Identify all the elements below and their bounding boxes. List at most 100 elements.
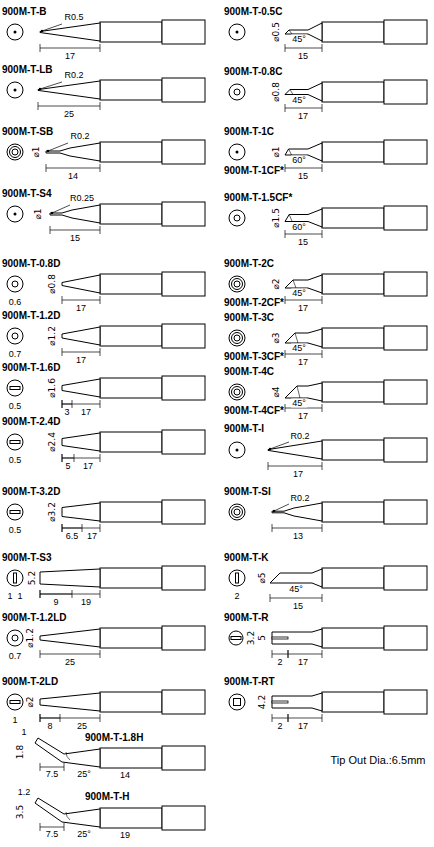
tip-shank <box>100 204 162 224</box>
soldering-tip <box>229 500 427 532</box>
dimension-tick <box>100 524 101 532</box>
soldering-tip <box>7 430 205 462</box>
tip-sleeve <box>162 78 205 102</box>
dimension-line <box>288 718 322 719</box>
dimension-tick <box>288 714 289 722</box>
dimension-label: 1.2 <box>17 788 32 797</box>
face-view <box>7 144 23 160</box>
dimension-line <box>285 168 322 169</box>
diameter-label: ⌀1.6 <box>48 377 57 399</box>
leader-line <box>48 143 68 151</box>
tip-shank <box>322 568 384 588</box>
tip-sleeve <box>384 272 427 296</box>
note: Tip Out Dia.:6.5mm <box>331 755 426 766</box>
dimension-label: 17 <box>297 722 309 731</box>
dimension-label: 9 <box>52 598 59 607</box>
face-square <box>234 699 241 706</box>
tip-point <box>62 503 100 521</box>
diameter-label: ⌀1.2 <box>26 627 35 649</box>
tip-shank <box>322 208 384 228</box>
face-view <box>229 24 245 40</box>
dimension-label: 17 <box>64 52 76 61</box>
face-view <box>229 631 243 645</box>
diameter-label: ⌀1 <box>32 145 41 158</box>
dimension-label: 60° <box>291 156 307 165</box>
tip-shank <box>322 82 384 102</box>
dimension-tick <box>285 296 286 304</box>
dimension-label: 15 <box>292 602 304 611</box>
dimension-label: 8 <box>46 722 53 731</box>
diameter-label: ⌀0.8 <box>272 81 281 103</box>
dimension-tick <box>322 462 323 470</box>
model-name: 900M-T-2C <box>224 259 274 269</box>
dimension-line <box>268 466 322 467</box>
dimension-label: 2 <box>233 592 240 601</box>
dimension-tick <box>72 400 73 408</box>
leader-head <box>41 30 43 32</box>
dimension-label: 45° <box>291 344 307 353</box>
model-name: 900M-T-K <box>224 553 268 563</box>
soldering-tip <box>7 566 205 598</box>
diameter-label: ⌀2.4 <box>48 431 57 453</box>
tip-fork <box>272 629 322 647</box>
model-name: 900M-T-SB <box>2 127 53 137</box>
face-ring <box>234 215 240 221</box>
dimension-line <box>62 300 100 301</box>
face-ring <box>12 149 18 155</box>
face-point <box>14 89 17 92</box>
model-name: 900M-T-2CF* <box>224 298 284 308</box>
angle-arc <box>66 752 70 760</box>
model-name: 900M-T-1.2LD <box>2 613 66 623</box>
diameter-label: 3.2 <box>247 630 256 646</box>
dimension-tick <box>62 348 63 356</box>
dimension-tick <box>268 462 269 470</box>
model-name: 900M-T-B <box>2 7 46 17</box>
model-name: 900M-T-4CF* <box>224 406 284 416</box>
dimension-label: 1 <box>11 716 18 725</box>
face-view <box>229 504 245 520</box>
tip-sleeve <box>162 202 205 226</box>
diameter-label: ⌀3 <box>272 331 281 344</box>
tip-shank <box>100 692 162 712</box>
face-slot <box>10 387 20 390</box>
leader-head <box>39 88 41 90</box>
face-ring <box>234 281 240 287</box>
dimension-label: 15 <box>297 52 309 61</box>
dimension-label: 0.7 <box>8 350 23 359</box>
dimension-line <box>62 352 100 353</box>
dimension-tick <box>322 714 323 722</box>
face-slot <box>10 701 20 704</box>
model-name: 900M-T-2LD <box>2 677 58 687</box>
face-view <box>229 210 245 226</box>
face-view <box>7 504 23 520</box>
dimension-tick <box>272 524 273 532</box>
dimension-tick <box>285 230 286 238</box>
tip-sleeve <box>384 566 427 590</box>
dimension-tick <box>100 400 101 408</box>
face-view <box>7 276 23 292</box>
soldering-tip <box>7 202 205 234</box>
dimension-label: 45° <box>291 399 307 408</box>
model-name: 900M-T-4C <box>224 367 274 377</box>
dimension-line <box>40 48 100 49</box>
dimension-label: 7.5 <box>45 770 60 779</box>
tip-sleeve <box>384 500 427 524</box>
tip-shank <box>100 432 162 452</box>
tip-fork <box>272 693 322 711</box>
dimension-tick <box>285 350 286 358</box>
face-view <box>229 442 245 458</box>
dimension-tick <box>272 714 273 722</box>
face-view <box>7 380 23 396</box>
dimension-line <box>272 654 288 655</box>
diameter-label: ⌀2 <box>272 277 281 290</box>
tip-shank <box>322 628 384 648</box>
dimension-label: 5 <box>64 462 71 471</box>
face-view <box>7 328 23 344</box>
face-ring <box>234 509 240 515</box>
tip-shank <box>322 692 384 712</box>
soldering-tip <box>229 20 427 52</box>
tip-sleeve <box>162 376 205 400</box>
tip-point <box>46 143 100 161</box>
dimension-tick <box>100 348 101 356</box>
dimension-label: R0.5 <box>63 13 84 22</box>
